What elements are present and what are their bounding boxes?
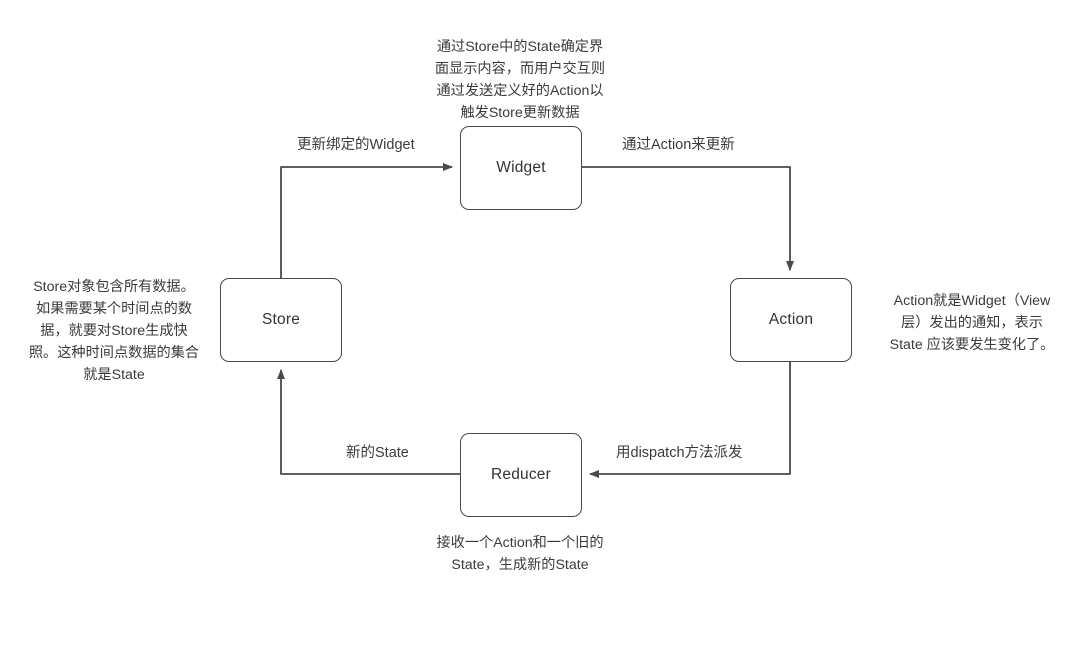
node-reducer[interactable]: Reducer [460,433,582,517]
node-reducer-label: Reducer [491,466,551,483]
edge-label-widget-to-action: 通过Action来更新 [618,135,739,155]
edge-label-reducer-to-store: 新的State [342,443,413,463]
edge-store-to-widget [280,163,453,278]
note-reducer-description: 接收一个Action和一个旧的 State，生成新的State [436,535,604,573]
node-store[interactable]: Store [220,278,342,362]
edge-widget-to-action [582,166,794,271]
node-action-label: Action [768,311,814,328]
note-action-description: Action就是Widget（View 层）发出的通知，表示 State 应该要… [889,293,1055,353]
node-action[interactable]: Action [730,278,852,362]
node-store-label: Store [261,311,301,328]
node-widget-label: Widget [496,159,546,176]
note-widget-description: 通过Store中的State确定界 面显示内容，而用户交互则 通过发送定义好的A… [434,39,606,121]
edge-label-action-to-reducer: 用dispatch方法派发 [612,443,747,463]
edge-label-store-to-widget: 更新绑定的Widget [293,135,419,155]
note-store-description: Store对象包含所有数据。 如果需要某个时间点的数 据，就要对Store生成快… [28,279,200,383]
node-widget[interactable]: Widget [460,126,582,210]
